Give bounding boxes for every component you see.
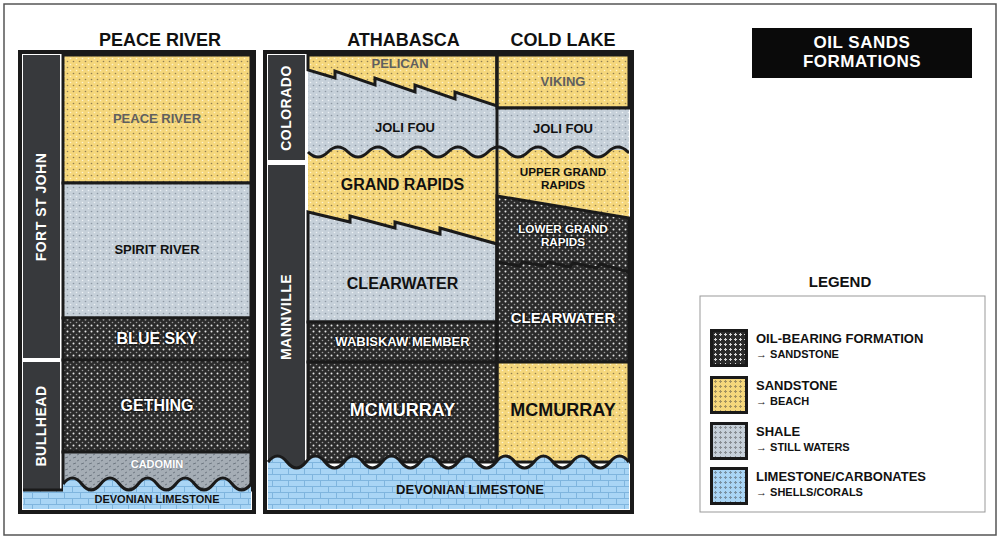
formation-band: CLEARWATER — [500, 276, 626, 360]
group-bar: FORT ST JOHN — [23, 55, 60, 358]
group-bar: MANNVILLE — [268, 165, 305, 468]
legend-note: → SHELLS/CORALS — [756, 486, 978, 499]
formation-band: LOWER GRAND RAPIDS — [507, 215, 619, 257]
legend-swatch — [710, 467, 748, 505]
legend-note: → BEACH — [756, 395, 978, 408]
formation-name: MCMURRAY — [510, 401, 615, 421]
formation-name: MCMURRAY — [350, 401, 455, 421]
column-heading: PEACE RIVER — [60, 30, 260, 51]
formation-name: CLEARWATER — [347, 275, 458, 293]
formation-name: DEVONIAN LIMESTONE — [94, 493, 219, 505]
formation-band: JOLI FOU — [500, 111, 626, 147]
formation-name: PELICAN — [371, 57, 428, 71]
formation-band: WABISKAW MEMBER — [311, 325, 494, 359]
formation-name: JOLI FOU — [375, 121, 435, 135]
legend-swatch — [710, 376, 748, 414]
column-heading: COLD LAKE — [497, 30, 629, 51]
formation-band: PELICAN — [335, 56, 465, 72]
formation-name: SPIRIT RIVER — [114, 243, 199, 257]
formation-name: BLUE SKY — [117, 330, 198, 348]
legend-text: SANDSTONE — [756, 379, 981, 394]
formation-name: DEVONIAN LIMESTONE — [396, 483, 544, 497]
formation-name: PEACE RIVER — [113, 112, 201, 126]
formation-band: MCMURRAY — [500, 365, 626, 457]
formation-name: JOLI FOU — [533, 122, 593, 136]
formation-band: JOLI FOU — [330, 110, 480, 146]
formation-name: CADOMIN — [131, 458, 184, 470]
formation-name: CLEARWATER — [511, 310, 615, 327]
legend-swatch — [710, 422, 748, 460]
column-heading: ATHABASCA — [310, 30, 497, 51]
group-bar: BULLHEAD — [23, 362, 60, 490]
formation-band: VIKING — [500, 58, 626, 106]
formation-name: LOWER GRAND RAPIDS — [507, 223, 619, 249]
formation-band: CLEARWATER — [312, 250, 493, 318]
formation-band: PEACE RIVER — [63, 58, 251, 180]
formation-band: DEVONIAN LIMESTONE — [330, 475, 610, 505]
legend-note: → STILL WATERS — [756, 441, 978, 454]
group-bar: COLORADO — [268, 55, 305, 160]
legend-text: SHALE — [756, 425, 981, 440]
group-name: FORT ST JOHN — [34, 152, 49, 261]
formation-band: GETHING — [66, 363, 248, 449]
formation-name: GETHING — [121, 397, 194, 415]
formation-band: SPIRIT RIVER — [63, 186, 251, 315]
formation-band: UPPER GRAND RAPIDS — [508, 160, 618, 198]
group-name: BULLHEAD — [34, 386, 49, 467]
group-name: COLORADO — [279, 65, 294, 151]
title-box: OIL SANDS FORMATIONS — [752, 28, 972, 78]
legend-text: OIL-BEARING FORMATION — [756, 332, 981, 347]
formation-band: CADOMIN — [66, 455, 248, 473]
formation-band: GRAND RAPIDS — [312, 160, 493, 210]
formation-name: WABISKAW MEMBER — [335, 335, 469, 349]
formation-name: UPPER GRAND RAPIDS — [508, 166, 618, 192]
legend-note: → SANDSTONE — [756, 348, 978, 361]
formation-band: MCMURRAY — [311, 365, 494, 457]
group-name: MANNVILLE — [279, 273, 294, 359]
formation-name: GRAND RAPIDS — [341, 176, 465, 194]
formation-band: BLUE SKY — [66, 321, 248, 357]
legend-swatch — [710, 329, 748, 367]
legend-heading: LEGEND — [760, 273, 920, 290]
legend-text: LIMESTONE/CARBONATES — [756, 470, 981, 485]
title-text: OIL SANDS FORMATIONS — [780, 34, 944, 71]
formation-band: DEVONIAN LIMESTONE — [66, 490, 248, 508]
formation-name: VIKING — [541, 75, 586, 89]
